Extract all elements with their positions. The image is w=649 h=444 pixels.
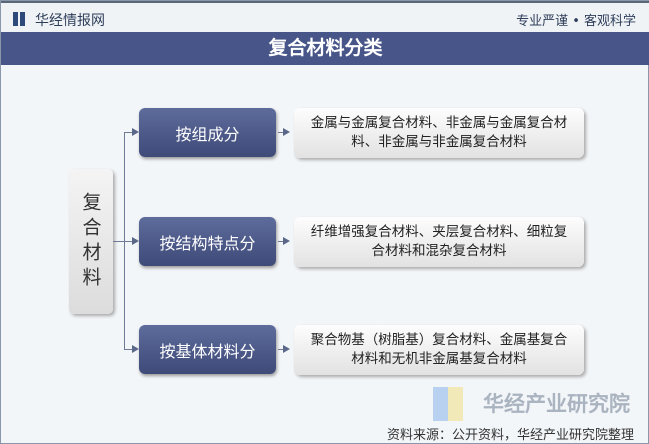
connector bbox=[124, 132, 132, 133]
site-name: 华经情报网 bbox=[35, 13, 105, 29]
top-bar: 华经情报网 专业严谨 • 客观科学 bbox=[1, 1, 649, 32]
connector bbox=[124, 241, 132, 242]
logo-icon bbox=[13, 12, 25, 26]
result-node: 纤维增强复合材料、夹层复合材料、细粒复合材料和混杂复合材料 bbox=[294, 217, 584, 267]
root-node: 复合材料 bbox=[69, 169, 113, 314]
connector bbox=[113, 241, 125, 242]
connector bbox=[278, 132, 284, 133]
arrow-icon bbox=[132, 345, 139, 353]
source-note: 资料来源：公开资料，华经产业研究院整理 bbox=[386, 428, 634, 443]
arrow-icon bbox=[283, 128, 290, 136]
watermark-logo-icon bbox=[433, 387, 463, 421]
slogan: 专业严谨 • 客观科学 bbox=[516, 14, 636, 29]
category-node: 按组成分 bbox=[139, 108, 276, 157]
watermark: 华经产业研究院 bbox=[483, 392, 630, 416]
category-node: 按基体材料分 bbox=[139, 325, 276, 374]
arrow-icon bbox=[283, 345, 290, 353]
arrow-icon bbox=[283, 237, 290, 245]
result-node: 金属与金属复合材料、非金属与金属复合材料、非金属与非金属复合材料 bbox=[294, 108, 584, 158]
connector bbox=[278, 349, 284, 350]
page-title: 复合材料分类 bbox=[1, 32, 649, 65]
arrow-icon bbox=[132, 237, 139, 245]
connector bbox=[124, 349, 132, 350]
category-node: 按结构特点分 bbox=[139, 217, 276, 266]
result-node: 聚合物基（树脂基）复合材料、金属基复合材料和无机非金属基复合材料 bbox=[294, 325, 584, 375]
arrow-icon bbox=[132, 128, 139, 136]
connector bbox=[278, 241, 284, 242]
